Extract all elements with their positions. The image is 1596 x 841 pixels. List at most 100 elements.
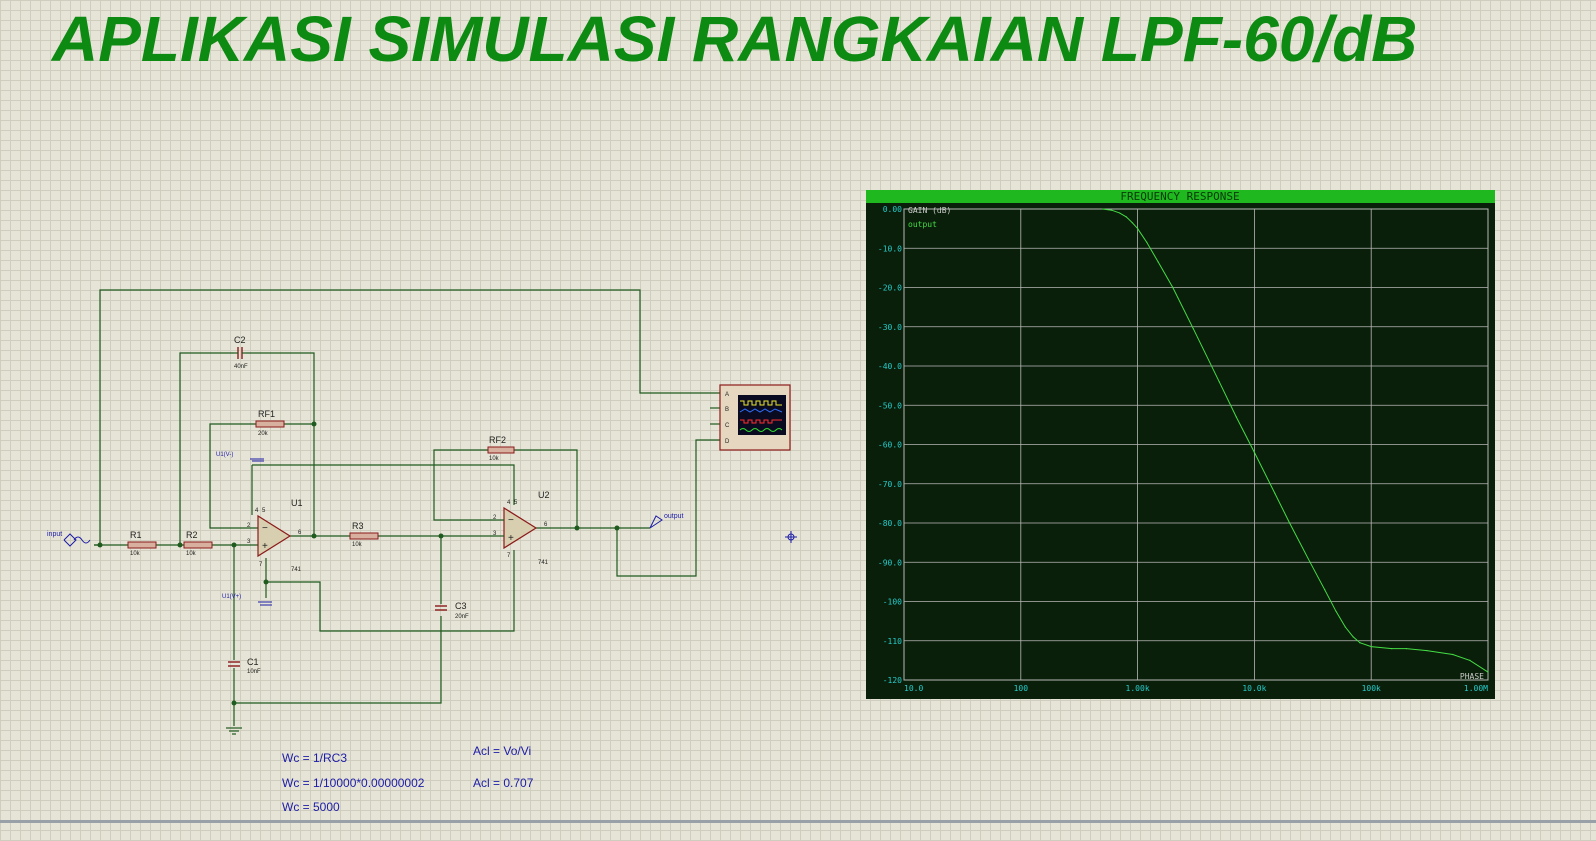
svg-text:U1(V+): U1(V+) [222, 594, 241, 600]
graph-grid [903, 208, 1489, 681]
scope-channel-a: A [725, 392, 729, 398]
rf2-label: RF2 [489, 435, 506, 445]
data-point [1192, 328, 1194, 330]
y-tick-label: -60.0 [878, 441, 902, 450]
phase-label: PHASE [1460, 672, 1484, 681]
output-probe[interactable]: output [649, 513, 684, 529]
svg-text:6: 6 [298, 530, 302, 536]
data-point [1131, 222, 1133, 224]
svg-text:4: 4 [507, 500, 511, 506]
frequency-response-graph[interactable]: FREQUENCY RESPONSE 0.00-10.0-20.0-30.0-4… [866, 190, 1495, 699]
y-tick-label: -100 [883, 598, 902, 607]
y-tick-labels: 0.00-10.0-20.0-30.0-40.0-50.0-60.0-70.0-… [878, 205, 902, 685]
svg-text:6: 6 [544, 522, 548, 528]
lpf-schematic[interactable]: input R1 10k R2 10k R3 10k RF1 20k RF2 1… [0, 0, 860, 820]
data-point [1405, 648, 1407, 650]
r3-label: R3 [352, 521, 364, 531]
c1-label: C1 [247, 657, 259, 667]
wire-rf2-right [514, 449, 578, 528]
data-point [1426, 649, 1428, 652]
sine-wave-icon [73, 536, 91, 544]
data-point [1253, 451, 1255, 453]
input-generator[interactable]: input [47, 531, 91, 547]
capacitor-c2[interactable]: C2 40nF [234, 335, 248, 370]
svg-text:4: 4 [255, 508, 259, 514]
scope-channel-b: B [725, 407, 729, 413]
opamp-u2[interactable]: − + U2 741 2 3 6 4 5 7 [493, 490, 550, 566]
c3-value: 20nF [455, 614, 469, 620]
c2-value: 40nF [234, 364, 248, 370]
y-tick-label: -120 [883, 676, 902, 685]
data-point [1157, 261, 1159, 263]
svg-text:2: 2 [247, 523, 251, 529]
x-tick-label: 100k [1362, 684, 1381, 693]
u1-vminus-terminal[interactable]: U1(V-) [216, 452, 264, 462]
wire-vplus-rail [265, 550, 515, 632]
resistor-r1[interactable]: R1 10k [127, 530, 157, 557]
r2-value: 10k [186, 551, 197, 557]
capacitor-c1[interactable]: C1 10nF [228, 657, 261, 675]
wire-vminus-rail [252, 464, 515, 505]
graph-header [866, 190, 1495, 203]
y-tick-label: -70.0 [878, 480, 902, 489]
y-tick-label: -40.0 [878, 362, 902, 371]
input-label: input [47, 531, 62, 538]
data-point [1324, 589, 1326, 591]
resistor-r3[interactable]: R3 10k [349, 521, 379, 548]
data-point [1172, 286, 1174, 289]
wire-input-to-scope-a [94, 289, 720, 546]
data-point [1288, 522, 1291, 524]
data-point [1111, 209, 1113, 211]
series-output-line [1102, 208, 1489, 673]
svg-text:2: 2 [493, 515, 497, 521]
x-tick-label: 1.00M [1464, 684, 1488, 693]
rf1-label: RF1 [258, 409, 275, 419]
y-tick-label: -80.0 [878, 519, 902, 528]
wire-c2-right [246, 352, 315, 536]
input-terminal-icon [63, 533, 77, 547]
page-title: APLIKASI SIMULASI RANGKAIAN LPF-60/dB [52, 3, 1418, 75]
wire-output-to-scope-d [616, 439, 720, 577]
scope-channel-d: D [725, 439, 730, 445]
cursor-crosshair-icon [785, 531, 797, 543]
y-tick-label: -30.0 [878, 323, 902, 332]
r1-label: R1 [130, 530, 142, 540]
c1-value: 10nF [247, 669, 261, 675]
wire-rf2-left [433, 449, 496, 521]
scope-channel-c: C [725, 423, 730, 429]
data-point [1309, 561, 1311, 563]
x-tick-label: 10.0 [904, 684, 923, 693]
resistor-rf1[interactable]: RF1 20k [255, 409, 285, 437]
capacitor-c3[interactable]: C3 20nF [435, 601, 469, 620]
opamp-u1[interactable]: − + U1 741 2 3 6 4 5 7 [247, 498, 303, 573]
resistor-r2[interactable]: R2 10k [183, 530, 213, 557]
svg-text:7: 7 [259, 562, 263, 568]
oscilloscope[interactable]: A B C D [719, 384, 791, 451]
junctions [97, 421, 620, 706]
svg-text:3: 3 [247, 539, 251, 545]
data-point [1391, 648, 1393, 650]
wires [94, 289, 720, 726]
ground-icon [226, 727, 242, 735]
y-tick-label: -90.0 [878, 558, 902, 567]
rf2-value: 10k [489, 456, 500, 462]
u1-vplus-terminal[interactable]: U1(V+) [222, 594, 272, 606]
graph-title: FREQUENCY RESPONSE [1120, 190, 1239, 203]
y-tick-label: 0.00 [883, 205, 902, 214]
u2-value: 741 [538, 560, 549, 566]
y-tick-label: -50.0 [878, 401, 902, 410]
c3-label: C3 [455, 601, 467, 611]
x-tick-label: 10.0k [1242, 684, 1266, 693]
u2-label: U2 [538, 490, 550, 500]
svg-text:+: + [262, 541, 268, 552]
y-tick-label: -110 [883, 637, 902, 646]
bottom-scrollbar[interactable] [0, 820, 1596, 823]
y-tick-label: -20.0 [878, 284, 902, 293]
probe-icon [649, 515, 663, 529]
svg-text:−: − [508, 515, 514, 526]
resistor-rf2[interactable]: RF2 10k [487, 435, 515, 462]
data-point [1335, 610, 1337, 612]
data-point [1235, 416, 1237, 418]
svg-text:7: 7 [507, 553, 511, 559]
